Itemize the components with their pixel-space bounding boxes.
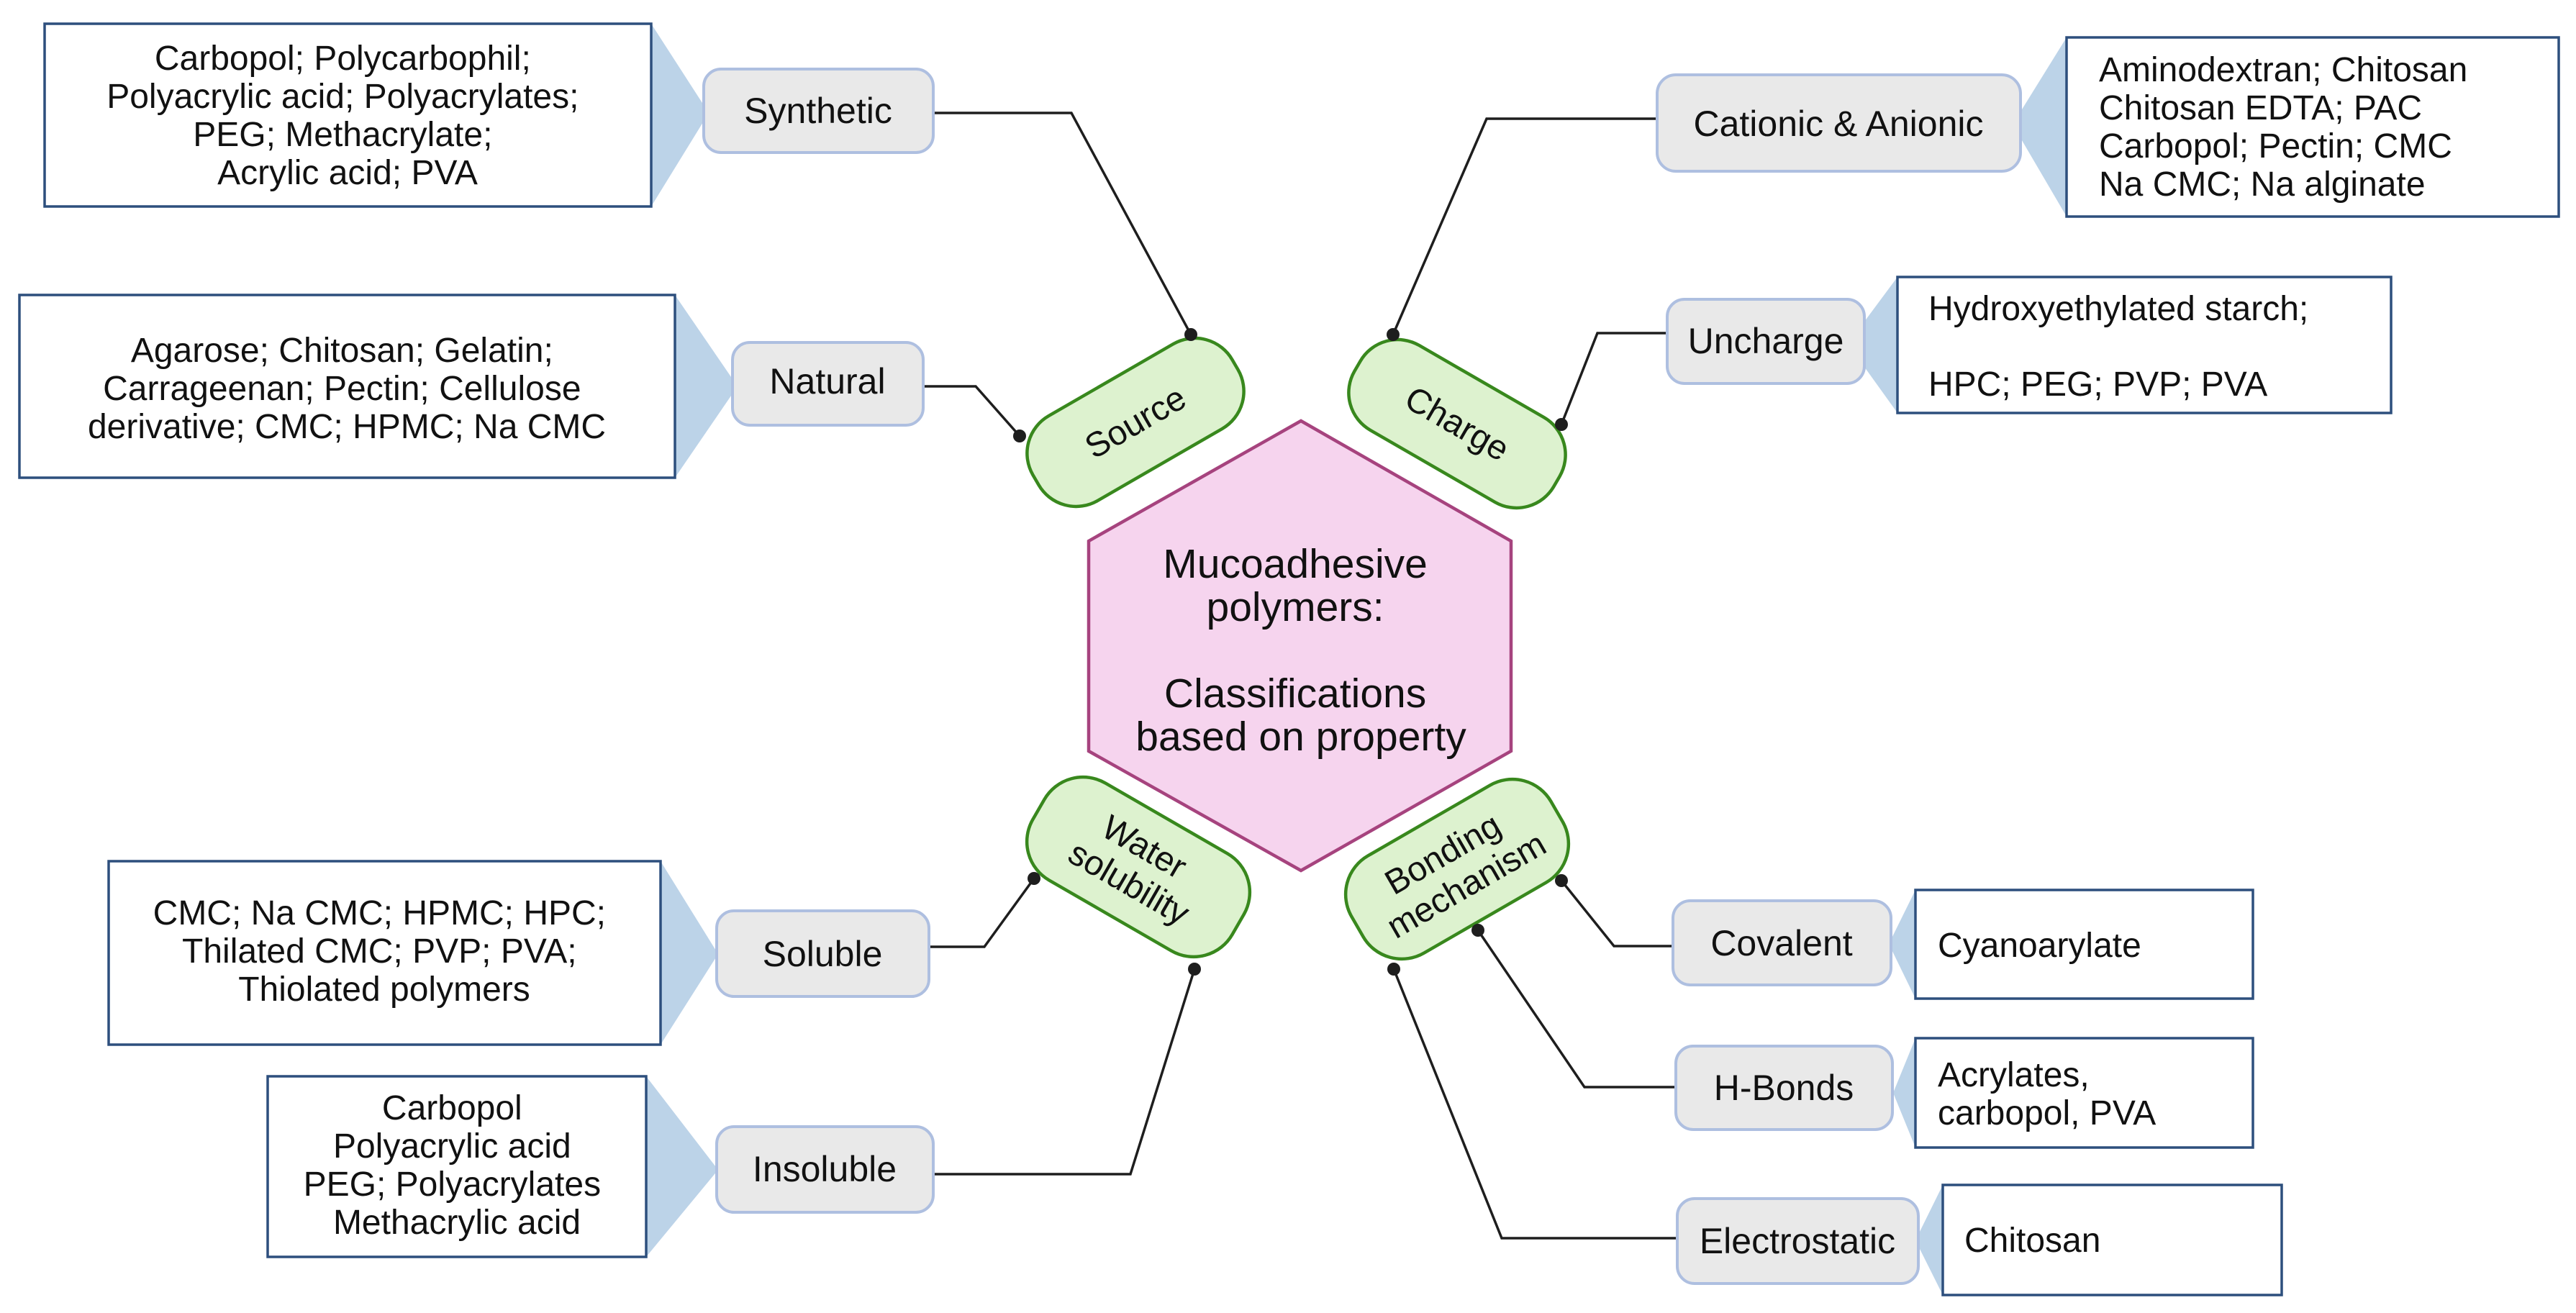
pointer-hbonds <box>1893 1038 1915 1148</box>
category-water-solubility-pill <box>1025 775 1252 959</box>
pointer-cationic <box>2013 37 2067 217</box>
dot-soluble <box>1028 872 1040 885</box>
examples-hbonds: Acrylates, carbopol, PVA <box>1914 1037 2254 1149</box>
examples-hbonds-text: Acrylates, carbopol, PVA <box>1938 1056 2156 1132</box>
center-node: Mucoadhesive polymers: Classifications b… <box>1087 419 1513 873</box>
category-bonding-mechanism-pill <box>1343 777 1571 961</box>
center-line-5: based on property <box>1135 714 1466 760</box>
sub-electrostatic: Electrostatic <box>1676 1197 1920 1285</box>
sub-hbonds: H-Bonds <box>1674 1045 1894 1131</box>
pointer-uncharge <box>1848 277 1897 413</box>
center-line-1: Mucoadhesive <box>1163 541 1428 587</box>
center-line-4: Classifications <box>1164 671 1426 717</box>
sub-cationic-anionic-label: Cationic & Anionic <box>1693 104 1983 144</box>
connector-insoluble <box>933 968 1196 1176</box>
sub-soluble-box <box>715 909 930 998</box>
sub-electrostatic-box <box>1676 1197 1920 1285</box>
connector-covalent <box>1560 879 1673 948</box>
sub-synthetic-label: Synthetic <box>744 91 892 131</box>
examples-covalent: Cyanoarylate <box>1914 889 2254 1000</box>
sub-insoluble-box <box>715 1125 935 1214</box>
examples-cationic-anionic-text: Aminodextran; Chitosan Chitosan EDTA; PA… <box>2099 51 2477 204</box>
sub-soluble-label: Soluble <box>763 934 883 974</box>
sub-uncharge-box <box>1666 298 1866 385</box>
category-charge: Charge <box>1347 337 1567 510</box>
sub-covalent: Covalent <box>1672 899 1892 986</box>
connectors <box>923 112 1677 1240</box>
examples-uncharge-text: Hydroxyethylated starch; HPC; PEG; PVP; … <box>1928 290 2318 404</box>
dot-synthetic <box>1184 328 1197 341</box>
sub-natural-box <box>731 341 925 427</box>
sub-covalent-box <box>1672 899 1892 986</box>
examples-insoluble-box <box>266 1075 648 1258</box>
dot-cationic <box>1387 328 1400 341</box>
sub-natural: Natural <box>731 341 925 427</box>
pointer-synthetic <box>651 24 709 206</box>
examples-natural-text: Agarose; Chitosan; Gelatin; Carrageenan;… <box>88 332 606 446</box>
examples-cationic-anionic: Aminodextran; Chitosan Chitosan EDTA; PA… <box>2065 36 2560 218</box>
center-title: Mucoadhesive polymers: Classifications b… <box>1135 541 1466 760</box>
examples-uncharge: Hydroxyethylated starch; HPC; PEG; PVP; … <box>1896 276 2393 414</box>
examples-cationic-anionic-box <box>2065 36 2560 218</box>
connector-synthetic <box>933 112 1192 335</box>
examples-soluble: CMC; Na CMC; HPMC; HPC; Thilated CMC; PV… <box>107 860 662 1046</box>
connector-cationic <box>1392 117 1657 335</box>
pointer-soluble <box>661 861 718 1045</box>
examples-covalent-box <box>1914 889 2254 1000</box>
sub-electrostatic-label: Electrostatic <box>1700 1221 1895 1261</box>
connector-dots <box>1013 328 1568 976</box>
examples-insoluble-text: Carbopol Polyacrylic acid PEG; Polyacryl… <box>304 1089 611 1242</box>
dot-hbonds <box>1471 924 1484 937</box>
pointer-natural <box>675 295 738 478</box>
examples-synthetic-box <box>43 22 653 208</box>
examples-uncharge-box <box>1896 276 2393 414</box>
sub-soluble: Soluble <box>715 909 930 998</box>
sub-uncharge: Uncharge <box>1666 298 1866 385</box>
examples-synthetic: Carbopol; Polycarbophil; Polyacrylic aci… <box>43 22 653 208</box>
connector-natural <box>923 385 1021 437</box>
pointer-electrostatic <box>1915 1185 1943 1295</box>
examples-insoluble: Carbopol Polyacrylic acid PEG; Polyacryl… <box>266 1075 648 1258</box>
center-line-2: polymers: <box>1207 584 1384 630</box>
examples-covalent-text: Cyanoarylate <box>1938 927 2141 965</box>
sub-insoluble-label: Insoluble <box>753 1149 897 1189</box>
examples-hbonds-box <box>1914 1037 2254 1149</box>
sub-uncharge-label: Uncharge <box>1688 321 1844 361</box>
connector-soluble <box>929 877 1035 948</box>
pointer-covalent <box>1889 890 1915 999</box>
sub-insoluble: Insoluble <box>715 1125 935 1214</box>
center-hexagon <box>1087 419 1513 873</box>
sub-natural-label: Natural <box>769 361 885 401</box>
category-bonding-mechanism: Bonding mechanism <box>1343 777 1571 961</box>
sub-hbonds-box <box>1674 1045 1894 1131</box>
examples-natural: Agarose; Chitosan; Gelatin; Carrageenan;… <box>18 294 676 479</box>
dot-electrostatic <box>1387 963 1400 976</box>
pointer-insoluble <box>646 1076 718 1257</box>
connector-electrostatic <box>1392 968 1677 1240</box>
examples-electrostatic: Chitosan <box>1941 1183 2283 1296</box>
examples-electrostatic-box <box>1941 1183 2283 1296</box>
examples-synthetic-text: Carbopol; Polycarbophil; Polyacrylic aci… <box>106 40 589 192</box>
sub-covalent-label: Covalent <box>1710 923 1852 963</box>
sub-cationic-anionic-box <box>1656 73 2022 173</box>
callout-pointers <box>646 24 2067 1295</box>
examples-soluble-text: CMC; Na CMC; HPMC; HPC; Thilated CMC; PV… <box>153 894 616 1009</box>
examples-electrostatic-text: Chitosan <box>1964 1222 2100 1260</box>
examples-natural-box <box>18 294 676 479</box>
dot-uncharge <box>1555 418 1568 431</box>
category-source: Source <box>1025 336 1246 509</box>
sub-synthetic: Synthetic <box>702 68 935 154</box>
connector-hbonds <box>1477 930 1676 1089</box>
dot-insoluble <box>1188 963 1201 976</box>
dot-natural <box>1013 430 1026 442</box>
dot-covalent <box>1555 874 1568 887</box>
category-source-pill <box>1025 336 1246 509</box>
sub-hbonds-label: H-Bonds <box>1714 1068 1854 1108</box>
examples-soluble-box <box>107 860 662 1046</box>
sub-synthetic-box <box>702 68 935 154</box>
sub-cationic-anionic: Cationic & Anionic <box>1656 73 2022 173</box>
category-charge-pill <box>1347 337 1567 510</box>
connector-uncharge <box>1560 332 1667 425</box>
